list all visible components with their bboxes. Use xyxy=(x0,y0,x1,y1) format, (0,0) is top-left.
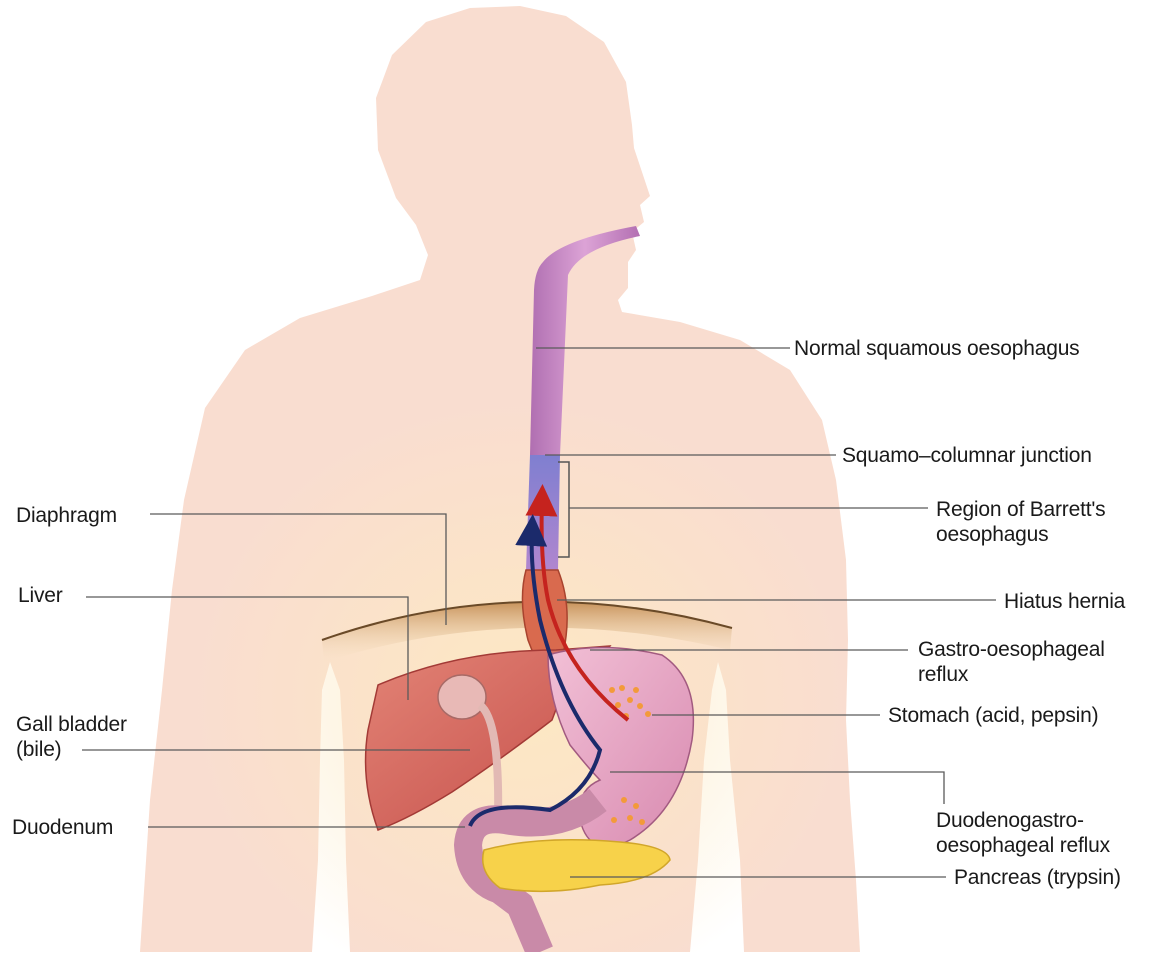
label-gastro-oesophageal-reflux: Gastro-oesophageal reflux xyxy=(918,637,1105,687)
label-normal-oesophagus: Normal squamous oesophagus xyxy=(794,336,1079,361)
label-liver: Liver xyxy=(18,583,63,608)
label-pancreas: Pancreas (trypsin) xyxy=(954,865,1121,890)
label-barretts-region: Region of Barrett's oesophagus xyxy=(936,497,1105,547)
label-duodenogastro-reflux: Duodenogastro- oesophageal reflux xyxy=(936,808,1110,858)
label-squamo-columnar-junction: Squamo–columnar junction xyxy=(842,443,1092,468)
label-diaphragm: Diaphragm xyxy=(16,503,117,528)
label-gall-bladder: Gall bladder (bile) xyxy=(16,712,127,762)
gall-bladder-shape xyxy=(438,675,486,719)
label-stomach: Stomach (acid, pepsin) xyxy=(888,703,1098,728)
label-hiatus-hernia: Hiatus hernia xyxy=(1004,589,1125,614)
label-duodenum: Duodenum xyxy=(12,815,113,840)
